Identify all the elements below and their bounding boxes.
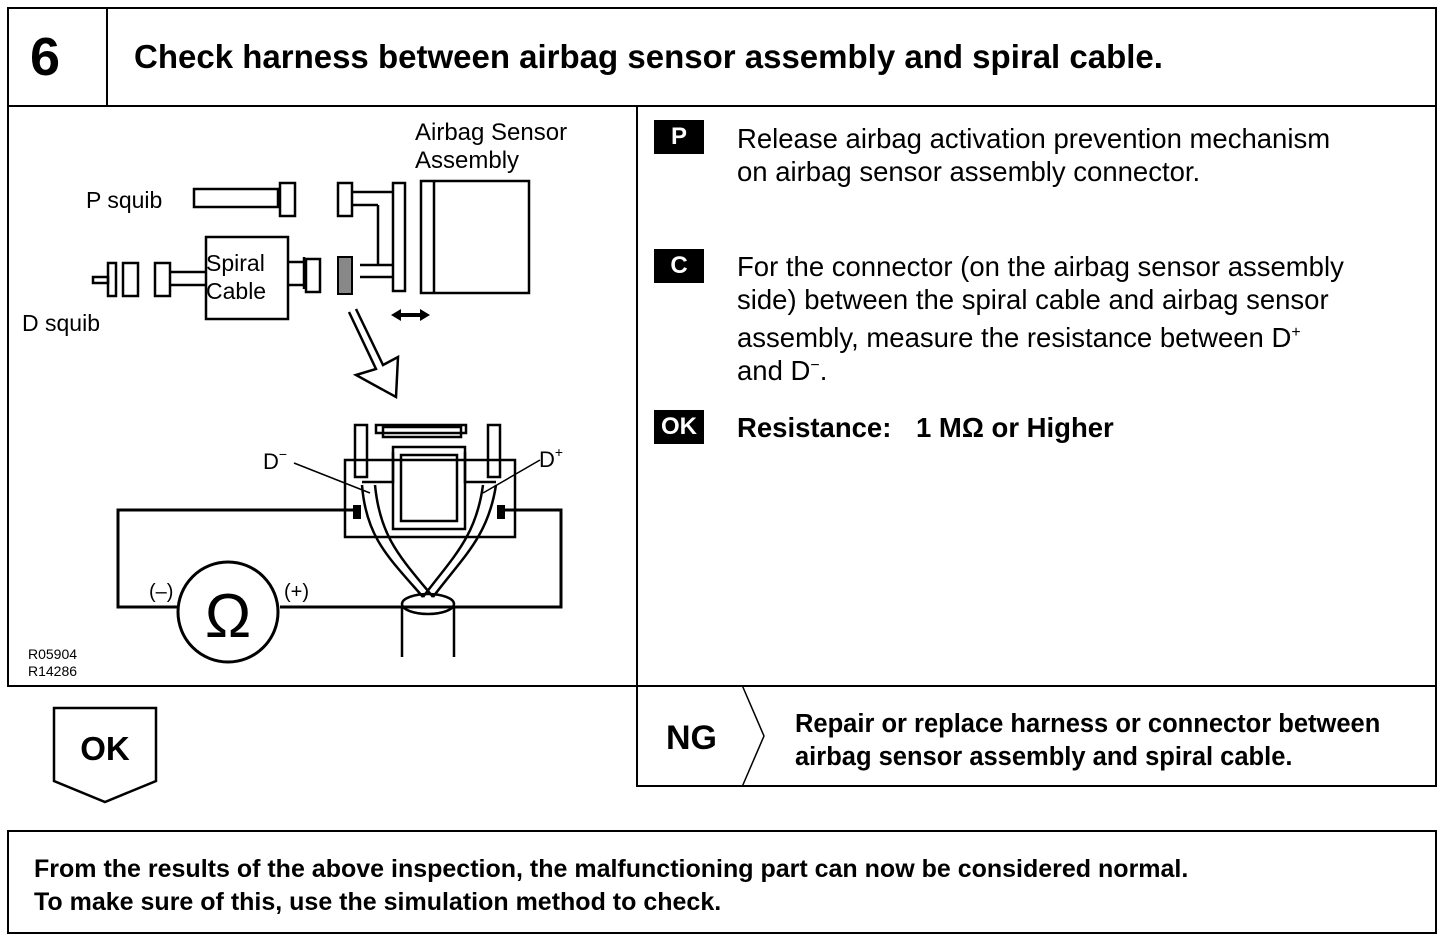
step-number: 6	[30, 27, 61, 87]
step-c-line4-sup: −	[810, 357, 820, 374]
label-airbag-sensor: Airbag Sensor	[415, 119, 567, 146]
hatched-connector	[337, 256, 353, 295]
ok-label: Resistance:	[737, 412, 892, 443]
label-meter-minus: (–)	[149, 581, 173, 603]
label-p-squib: P squib	[86, 187, 162, 213]
ohm-icon: Ω	[205, 582, 251, 651]
label-d-minus: D−	[263, 446, 287, 474]
footer-line1: From the results of the above inspection…	[34, 855, 1189, 883]
label-cable: Cable	[206, 278, 266, 304]
step-c-line1: For the connector (on the airbag sensor …	[737, 251, 1344, 282]
badge-c: C	[654, 249, 704, 283]
footer-box	[7, 830, 1437, 934]
footer-line2: To make sure of this, use the simulation…	[34, 888, 722, 916]
label-d-squib: D squib	[22, 310, 100, 336]
step-p-line1: Release airbag activation prevention mec…	[737, 123, 1331, 154]
ng-box	[636, 685, 1437, 787]
content-divider	[636, 107, 638, 687]
label-d-plus-sign: +	[555, 444, 563, 460]
step-c-line2: side) between the spiral cable and airba…	[737, 284, 1329, 315]
ng-line2: airbag sensor assembly and spiral cable.	[795, 743, 1293, 771]
content-box	[7, 105, 1437, 687]
page-title: Check harness between airbag sensor asse…	[134, 38, 1163, 75]
ref-code-2: R14286	[28, 663, 77, 679]
label-d-minus-sign: −	[279, 446, 287, 462]
badge-p: P	[654, 120, 704, 154]
double-arrow-icon	[391, 309, 430, 321]
ok-result-label: OK	[80, 730, 130, 767]
step-c-line3-sup: +	[1291, 324, 1301, 341]
ng-result-label: NG	[666, 719, 717, 757]
ok-value: 1 MΩ or Higher	[916, 412, 1114, 443]
step-c-line3: assembly, measure the resistance between…	[737, 322, 1301, 354]
label-spiral: Spiral	[206, 250, 265, 276]
step-number-divider	[106, 7, 108, 107]
label-meter-plus: (+)	[284, 581, 309, 603]
ng-line1: Repair or replace harness or connector b…	[795, 710, 1381, 738]
header-box	[7, 7, 1437, 107]
badge-ok: OK	[654, 410, 704, 444]
label-assembly: Assembly	[415, 147, 519, 174]
ref-code-1: R05904	[28, 646, 77, 662]
wiring-diagram: Airbag Sensor Assembly P squib D squib S…	[22, 119, 567, 679]
label-d-plus: D+	[539, 444, 563, 472]
ok-arrow-box	[52, 706, 158, 804]
ng-chevron	[741, 685, 765, 787]
step-p-line2: on airbag sensor assembly connector.	[737, 156, 1201, 187]
step-c-line4: and D−.	[737, 355, 828, 387]
